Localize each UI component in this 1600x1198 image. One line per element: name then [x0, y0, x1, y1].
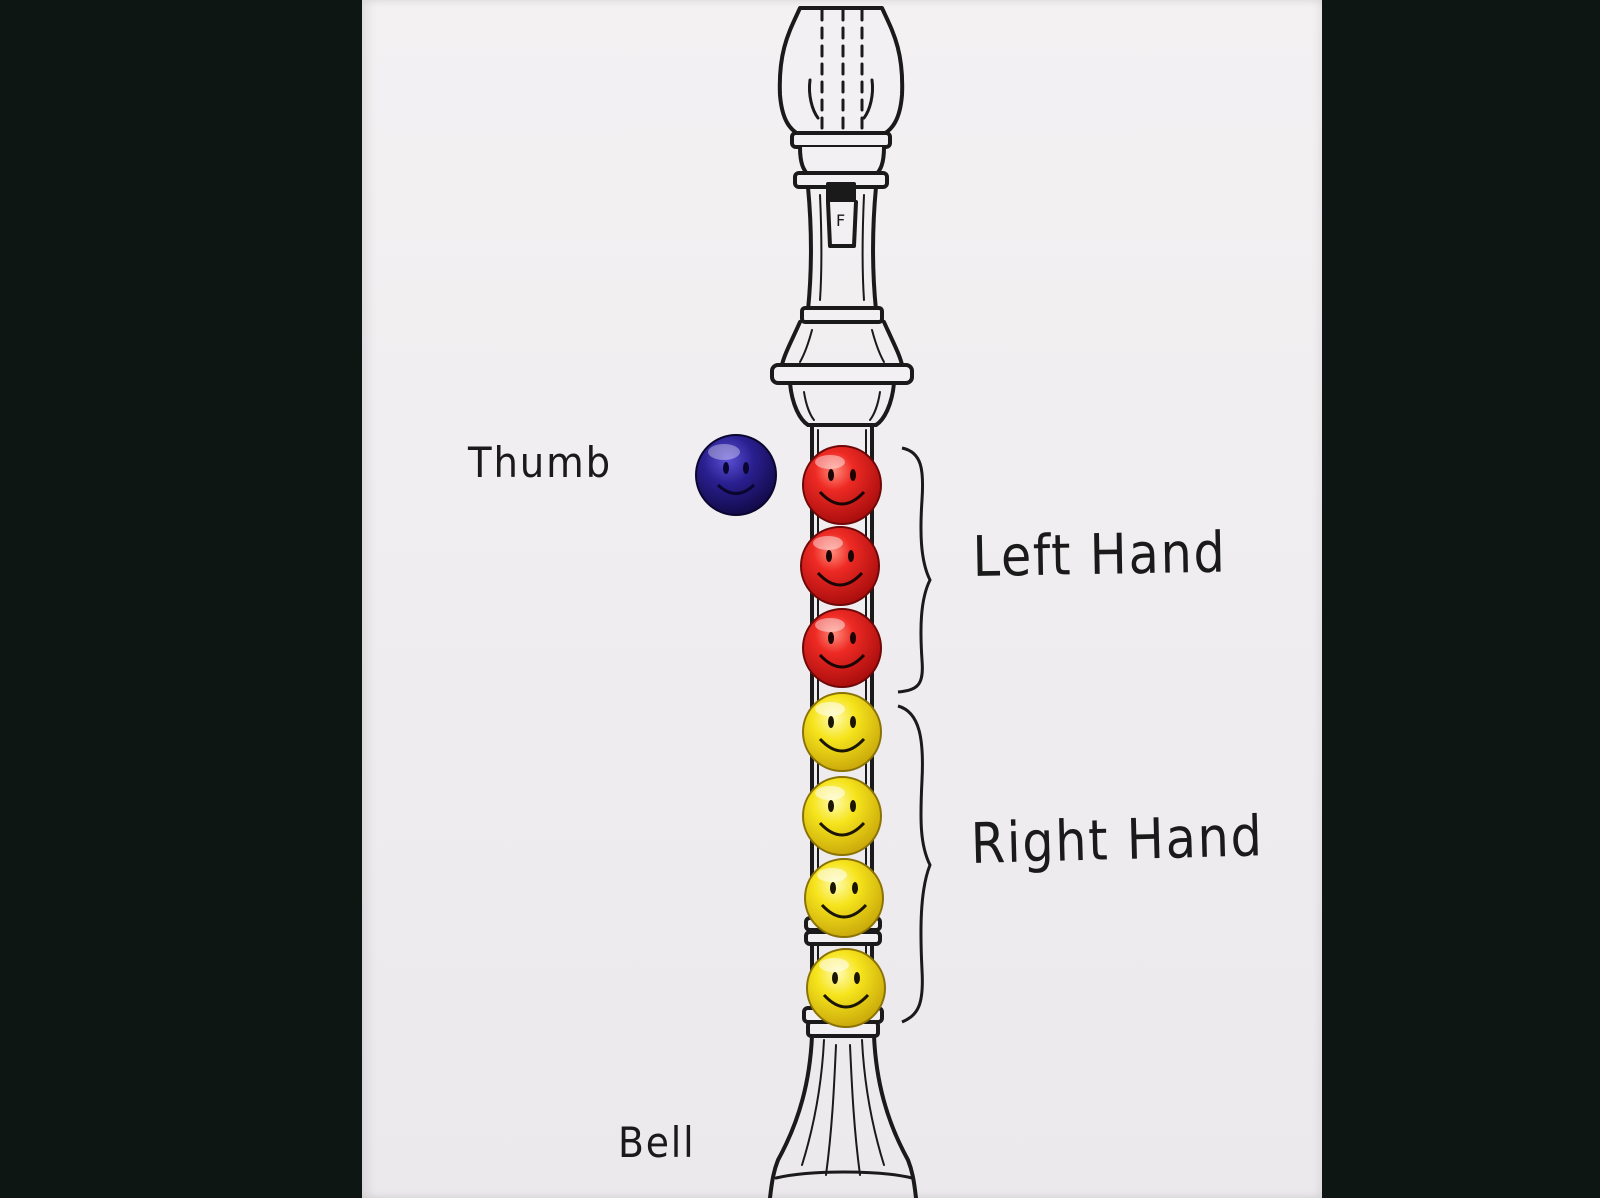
left-hand-button-2 [800, 526, 880, 606]
right-hand-button-1 [802, 692, 882, 772]
bell-label: Bell [618, 1118, 696, 1167]
right-hand-label: Right Hand [970, 804, 1265, 877]
left-hand-label: Left Hand [972, 520, 1228, 590]
left-hand-button-3 [802, 608, 882, 688]
thumb-button [695, 434, 777, 516]
right-hand-button-4 [806, 948, 886, 1028]
right-hand-button-3 [804, 858, 884, 938]
left-hand-button-1 [802, 445, 882, 525]
right-hand-brace [897, 704, 932, 1024]
left-hand-brace [897, 446, 932, 694]
thumb-label: Thumb [468, 438, 612, 487]
right-hand-button-2 [802, 776, 882, 856]
svg-text:F: F [836, 211, 845, 230]
